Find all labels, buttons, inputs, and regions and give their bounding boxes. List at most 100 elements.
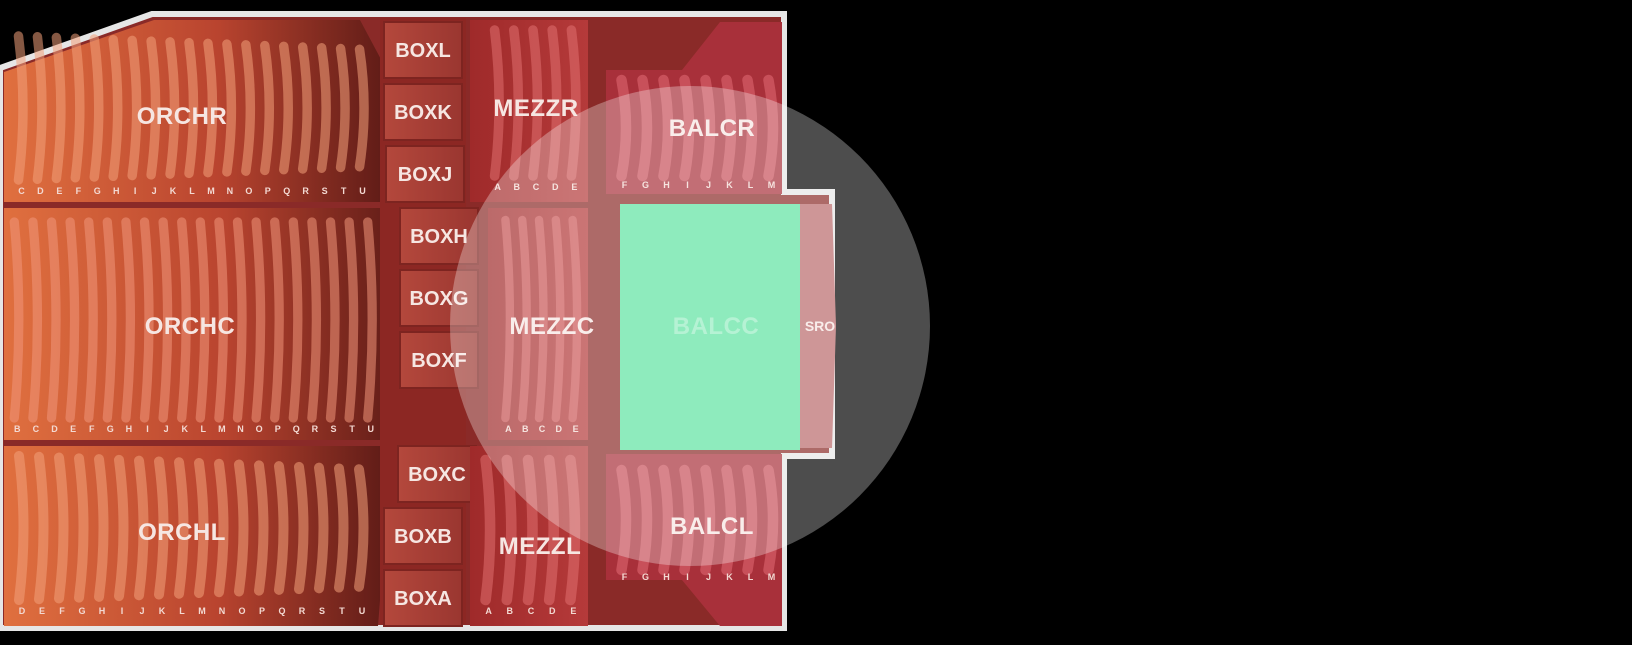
seat-row-mezzc-C xyxy=(534,215,548,423)
box-section-boxc[interactable]: BOXC xyxy=(397,445,477,503)
seat-row-mezzl-C xyxy=(522,454,538,606)
seat-row-mezzl-A xyxy=(480,454,496,606)
section-mezzc-label: MEZZC xyxy=(509,313,594,340)
seat-row-orchc-S xyxy=(325,217,340,423)
row-label-orchl-U: U xyxy=(359,606,366,616)
box-section-boxh[interactable]: BOXH xyxy=(399,207,479,265)
row-label-orchl-O: O xyxy=(238,606,245,616)
row-label-orchc-S: S xyxy=(330,424,336,434)
row-label-orchr-R: R xyxy=(302,186,309,196)
row-label-balcr-I: I xyxy=(686,180,689,190)
box-shape-boxk[interactable] xyxy=(383,83,463,141)
row-label-orchc-U: U xyxy=(367,424,374,434)
box-section-boxk[interactable]: BOXK xyxy=(383,83,463,141)
section-balcc[interactable]: BALCC xyxy=(620,204,800,450)
row-label-orchl-F: F xyxy=(59,606,65,616)
box-section-boxl[interactable]: BOXL xyxy=(383,21,463,79)
section-sro-shape[interactable] xyxy=(800,204,836,448)
seat-row-orchl-N xyxy=(214,458,229,598)
seat-row-orchl-Q xyxy=(274,461,289,595)
seat-row-orchc-H xyxy=(121,217,136,423)
box-section-boxj[interactable]: BOXJ xyxy=(385,145,465,203)
row-label-orchc-Q: Q xyxy=(293,424,300,434)
row-label-balcr-K: K xyxy=(726,180,733,190)
seat-row-orchl-J xyxy=(134,455,149,601)
box-shape-boxg[interactable] xyxy=(399,269,479,327)
box-label-boxk: BOXK xyxy=(394,102,452,124)
section-mezzr-label: MEZZR xyxy=(493,95,578,122)
row-label-mezzc-A: A xyxy=(505,424,512,434)
row-label-orchl-D: D xyxy=(19,606,26,616)
seat-row-balcr-G xyxy=(637,74,653,182)
box-shape-boxa[interactable] xyxy=(383,569,463,627)
seat-row-orchl-D xyxy=(14,451,29,605)
row-label-mezzl-A: A xyxy=(485,606,492,616)
row-label-orchr-E: E xyxy=(56,186,62,196)
box-shape-boxc[interactable] xyxy=(397,445,477,503)
section-balcc-selected[interactable] xyxy=(620,204,800,450)
section-orchc-label: ORCHC xyxy=(145,313,236,340)
seat-row-balcl-L xyxy=(742,464,758,576)
seat-row-orchr-Q xyxy=(279,41,293,175)
row-label-mezzl-E: E xyxy=(570,606,576,616)
seat-row-orchc-O xyxy=(251,217,266,423)
row-label-orchr-D: D xyxy=(37,186,44,196)
seat-row-orchc-L xyxy=(195,217,210,423)
seat-row-orchl-M xyxy=(194,458,209,598)
row-label-orchc-N: N xyxy=(237,424,244,434)
seat-row-orchl-R xyxy=(294,461,309,595)
box-section-boxf[interactable]: BOXF xyxy=(399,331,479,389)
section-sro[interactable]: SRO xyxy=(800,204,836,448)
seat-row-orchr-M xyxy=(203,38,218,178)
seat-row-mezzr-A xyxy=(489,25,504,181)
row-label-mezzr-C: C xyxy=(533,182,540,192)
seat-row-orchr-S xyxy=(316,43,331,173)
box-section-boxa[interactable]: BOXA xyxy=(383,569,463,627)
box-section-boxb[interactable]: BOXB xyxy=(383,507,463,565)
seat-row-orchc-D xyxy=(46,217,61,423)
box-shape-boxf[interactable] xyxy=(399,331,479,389)
section-orchl-label: ORCHL xyxy=(138,519,226,546)
box-shape-boxb[interactable] xyxy=(383,507,463,565)
seat-row-orchr-T xyxy=(335,43,350,173)
seat-row-orchl-T xyxy=(334,463,349,593)
row-label-mezzl-C: C xyxy=(528,606,535,616)
row-label-balcl-K: K xyxy=(726,572,733,582)
section-balcl-label: BALCL xyxy=(670,513,754,540)
row-label-balcr-G: G xyxy=(642,180,649,190)
seat-row-balcr-I xyxy=(679,74,695,182)
row-label-orchr-P: P xyxy=(265,186,271,196)
seat-row-balcr-J xyxy=(700,74,716,182)
box-shape-boxh[interactable] xyxy=(399,207,479,265)
row-label-orchc-K: K xyxy=(181,424,188,434)
box-shape-boxl[interactable] xyxy=(383,21,463,79)
row-label-balcl-F: F xyxy=(622,572,628,582)
seat-row-orchc-M xyxy=(214,217,229,423)
box-shape-boxj[interactable] xyxy=(385,145,465,203)
seat-row-balcl-M xyxy=(763,464,779,576)
row-label-orchc-O: O xyxy=(256,424,263,434)
box-label-boxf: BOXF xyxy=(411,350,467,372)
box-section-boxg[interactable]: BOXG xyxy=(399,269,479,327)
seat-row-orchr-N xyxy=(222,39,237,177)
seat-row-orchc-E xyxy=(65,217,80,423)
row-label-orchr-T: T xyxy=(341,186,347,196)
seat-row-orchl-E xyxy=(34,451,49,605)
seat-row-orchl-U xyxy=(354,464,369,592)
seat-row-mezzr-B xyxy=(508,25,524,181)
row-label-mezzc-B: B xyxy=(522,424,529,434)
section-balcc-label: BALCC xyxy=(673,313,760,340)
row-label-balcl-H: H xyxy=(663,572,670,582)
seat-row-balcl-I xyxy=(679,464,695,576)
selection-highlight-circle xyxy=(450,86,930,566)
